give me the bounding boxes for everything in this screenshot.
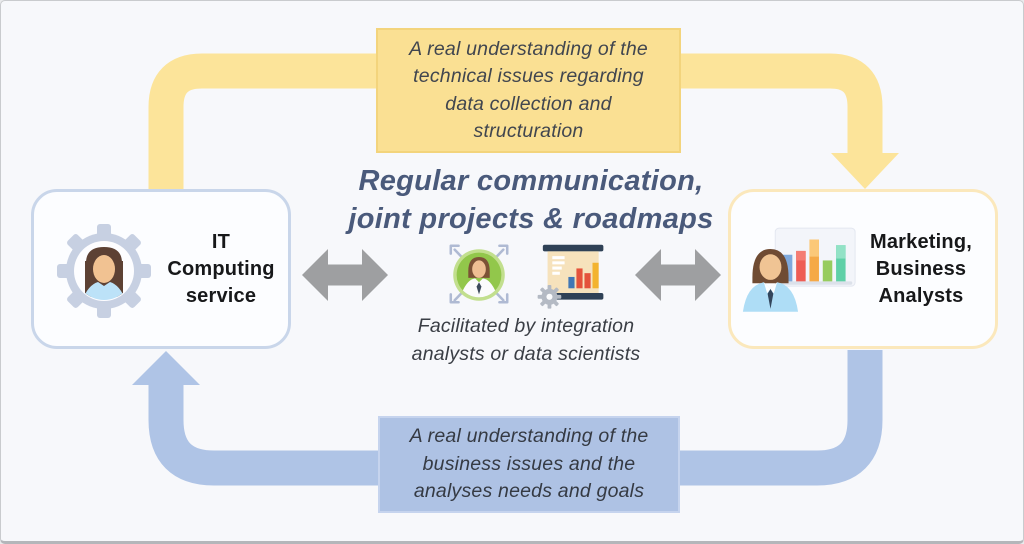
caption-line: analysts or data scientists	[411, 343, 641, 365]
banner-line: analyses needs and goals	[413, 480, 645, 503]
yellow-flow-arrowhead	[831, 153, 899, 189]
blue-flow-arrowhead	[132, 351, 200, 385]
caption-line: Facilitated by integration	[417, 315, 635, 337]
business-understanding-banner: A real understanding of the business iss…	[378, 416, 680, 513]
it-computing-service-label: IT Computing service	[154, 229, 288, 310]
center-heading: Regular communication, joint projects & …	[271, 162, 791, 238]
heading-line: Regular communication,	[358, 165, 704, 197]
banner-line: data collection and	[445, 92, 612, 115]
node-label-line: service	[185, 284, 257, 307]
heading-line: joint projects & roadmaps	[348, 203, 714, 235]
banner-line: business issues and the	[422, 452, 636, 475]
left-double-arrow	[301, 248, 389, 302]
banner-line: A real understanding of the	[409, 425, 649, 448]
analyst-man-chart-icon	[741, 226, 857, 312]
marketing-business-analysts-node: Marketing, Business Analysts	[728, 189, 998, 349]
node-label-line: Business	[875, 257, 967, 280]
technical-understanding-banner: A real understanding of the technical is…	[376, 28, 681, 153]
facilitator-caption: Facilitated by integration analysts or d…	[331, 312, 721, 368]
node-label-line: Marketing,	[869, 230, 973, 253]
marketing-business-analysts-label: Marketing, Business Analysts	[857, 229, 995, 310]
presentation-board-gear-icon	[537, 241, 613, 311]
node-label-line: Analysts	[878, 284, 964, 307]
right-double-arrow	[635, 248, 721, 302]
it-computing-service-node: IT Computing service	[31, 189, 291, 349]
banner-line: A real understanding of the	[409, 37, 648, 60]
banner-line: structuration	[473, 120, 584, 142]
banner-line: technical issues regarding	[413, 65, 644, 87]
integration-person-network-icon	[443, 235, 515, 313]
node-label-line: IT	[211, 230, 231, 253]
node-label-line: Computing	[167, 257, 275, 280]
it-woman-gear-icon	[54, 219, 154, 319]
